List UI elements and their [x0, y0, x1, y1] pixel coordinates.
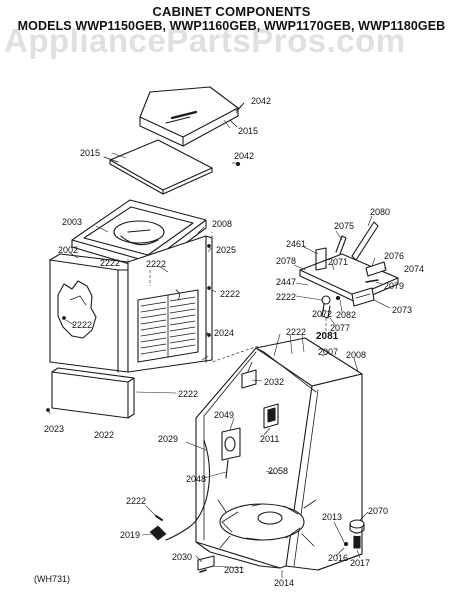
callout-2076: 2076: [384, 251, 405, 261]
callout-2461: 2461: [286, 239, 307, 249]
callout-2030: 2030: [172, 552, 193, 562]
cabinet-part: [195, 337, 363, 571]
callout-2447: 2447: [276, 277, 297, 287]
callout-2011: 2011: [260, 434, 280, 444]
callout-2016: 2016: [328, 553, 349, 563]
callout-2222: 2222: [72, 320, 93, 330]
callout-2222: 2222: [276, 292, 297, 302]
callout-2222: 2222: [178, 389, 199, 399]
diagram-title: CABINET COMPONENTS: [152, 4, 311, 19]
callout-2008: 2008: [212, 219, 233, 229]
callout-2078: 2078: [276, 256, 297, 266]
callout-2075: 2075: [334, 221, 355, 231]
callout-2077: 2077: [330, 323, 351, 333]
callout-2031: 2031: [224, 565, 245, 575]
control-console-part: [139, 86, 239, 147]
capacitor-part: [221, 427, 241, 479]
callout-2007: 2007: [318, 347, 339, 357]
foot-pad-part: [197, 555, 215, 573]
callout-2019: 2019: [120, 530, 141, 540]
callout-2222: 2222: [220, 289, 241, 299]
callout-2023: 2023: [44, 424, 65, 434]
hose-clamp-part: [149, 515, 167, 541]
callout-2058: 2058: [268, 466, 289, 476]
top-cover-part: [109, 139, 213, 195]
callout-2082: 2082: [336, 310, 357, 320]
callout-2048: 2048: [186, 474, 207, 484]
figure-code: (WH731): [34, 574, 71, 584]
callout-2032: 2032: [264, 377, 285, 387]
model-list: MODELS WWP1150GEB, WWP1160GEB, WWP1170GE…: [17, 19, 446, 33]
callout-2042: 2042: [234, 151, 255, 161]
leveling-leg-part: [343, 519, 365, 549]
bracket-2032-part: [241, 369, 257, 389]
callout-2015: 2015: [238, 126, 259, 136]
callout-2014: 2014: [274, 578, 295, 588]
switch-2011-part: [263, 403, 279, 429]
callout-2222: 2222: [126, 496, 147, 506]
toe-panel-part: [51, 367, 135, 419]
callout-2022: 2022: [94, 430, 115, 440]
callout-2008: 2008: [346, 350, 367, 360]
callout-2080: 2080: [370, 207, 391, 217]
front-panel-part: [49, 253, 129, 373]
callout-2081: 2081: [316, 331, 339, 342]
callout-2017: 2017: [350, 558, 371, 568]
callout-2222: 2222: [286, 327, 307, 337]
callout-2029: 2029: [158, 434, 179, 444]
callout-2015: 2015: [80, 148, 101, 158]
callout-2073: 2073: [392, 305, 413, 315]
callout-2222: 2222: [146, 259, 167, 269]
base-suspension-part: [217, 499, 317, 549]
callout-2071: 2071: [328, 257, 349, 267]
callout-2049: 2049: [214, 410, 235, 420]
callout-2222: 2222: [100, 258, 121, 268]
callout-2002: 2002: [58, 245, 79, 255]
callout-2072: 2072: [312, 309, 333, 319]
callout-2024: 2024: [214, 328, 235, 338]
callout-2070: 2070: [368, 506, 389, 516]
rear-panel-part: [127, 235, 213, 373]
callout-2013: 2013: [322, 512, 343, 522]
callout-2025: 2025: [216, 245, 237, 255]
callout-2003: 2003: [62, 217, 83, 227]
callout-2074: 2074: [404, 264, 425, 274]
wire-harness-part: [165, 439, 211, 541]
control-mechanism-part: [299, 221, 399, 319]
callout-2042: 2042: [251, 96, 272, 106]
callout-2079: 2079: [384, 281, 405, 291]
